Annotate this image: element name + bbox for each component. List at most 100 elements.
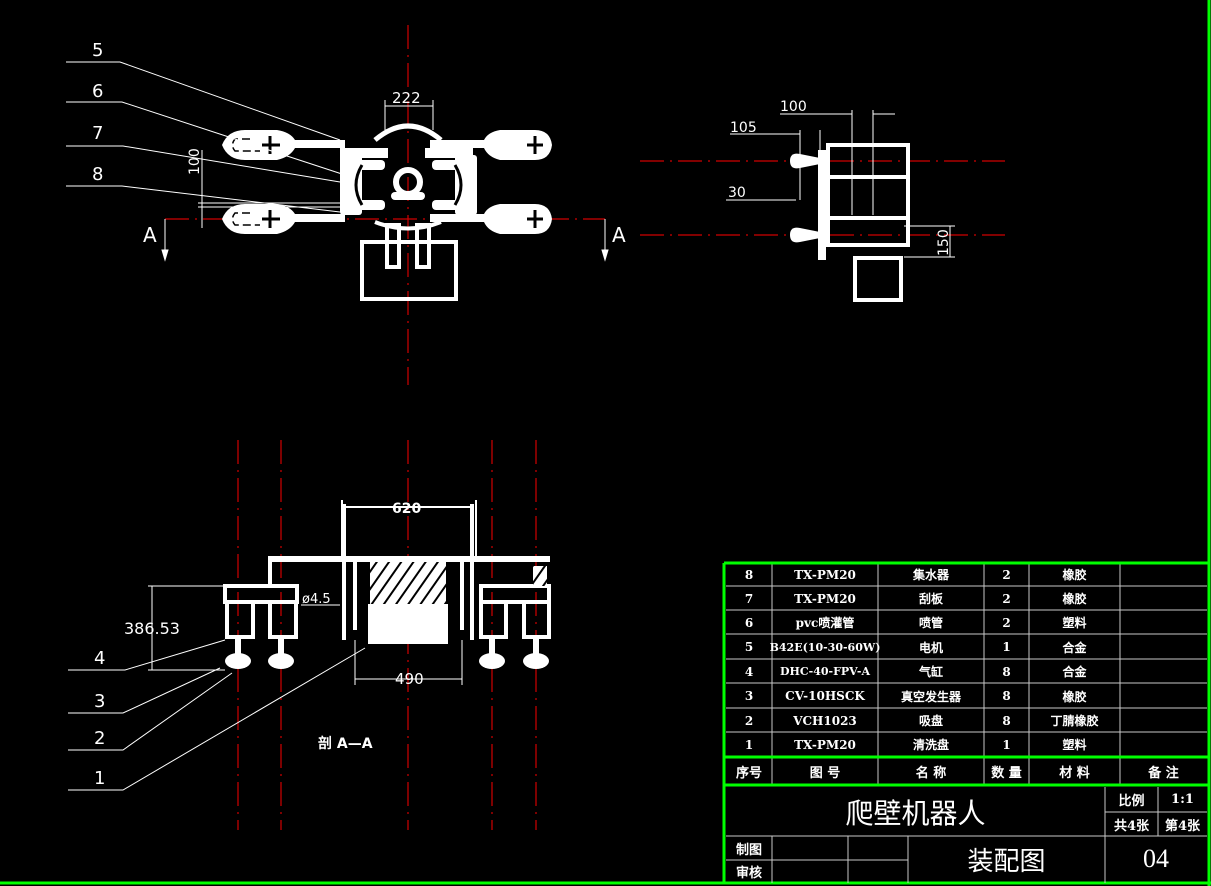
bom-cell-material: 合金 [1062,640,1087,655]
bom-cell-no: 7 [744,591,754,606]
bom-cell-note [1120,684,1207,708]
leader-label-7: 7 [92,123,103,144]
section-leaders [68,639,366,791]
bom-cell-material: 丁腈橡胶 [1050,714,1099,728]
bom-cell-no: 5 [744,640,754,654]
dim-490: 490 [395,670,424,688]
lower-arm-assembly [222,204,552,234]
bom-cell-material: 橡胶 [1062,689,1087,704]
bom-cell-qty: 2 [1002,615,1011,630]
dim-100-top: 100 [187,148,203,175]
bom-cell-note [1120,660,1207,683]
bom-cell-qty: 8 [1002,664,1011,679]
top-view-centerlines [165,25,605,385]
bom-header-material: 材 料 [1059,766,1090,781]
dim-222: 222 [392,89,421,107]
bom-cell-note [1120,635,1207,659]
bom-cell-note [1120,563,1207,586]
bom-cell-code: TX-PM20 [794,737,856,752]
section-label: 剖 A—A [318,735,373,752]
bom-cell-code: TX-PM20 [794,567,856,582]
scale-label: 比例 [1118,794,1145,809]
dim-100-side: 100 [780,99,807,115]
bom-cell-qty: 2 [1002,591,1011,606]
section-view-a-a: 620 386.53 ø4.5 490 4 3 2 1 剖 A—A [68,440,551,830]
bom-cell-name: 吸盘 [918,714,943,728]
bom-cell-name: 真空发生器 [900,689,961,704]
upper-arm-assembly [222,130,552,160]
bom-cell-note [1120,611,1207,634]
bom-cell-name: 喷管 [918,616,943,630]
bom-cell-qty: 2 [1002,567,1011,582]
bom-cell-material: 合金 [1062,665,1087,679]
leader-label-5: 5 [92,40,103,61]
suction-cups [225,637,549,669]
bom-header-qty: 数 量 [991,766,1022,781]
leader-label-8: 8 [92,164,103,185]
project-title: 爬壁机器人 [845,796,986,830]
bom-cell-no: 8 [744,567,754,582]
leader-label-6: 6 [92,81,103,102]
cleaning-disc [368,604,448,644]
scale-value: 1:1 [1171,792,1194,807]
sheet-number: 第4张 [1164,818,1201,834]
bom-cell-qty: 8 [1002,713,1011,728]
dim-105: 105 [730,120,757,136]
motor-section-hatch [370,562,446,604]
bom-header-no: 序号 [735,766,762,781]
leader-label-3: 3 [94,691,105,712]
drawing-name: 装配图 [967,846,1046,877]
dim-30: 30 [728,185,746,201]
top-view-leaders [66,61,346,213]
checked-by-label: 审核 [735,865,762,881]
bom-cell-material: 塑料 [1062,738,1087,752]
bom-cell-name: 气缸 [918,665,943,679]
bom-cell-no: 6 [744,615,754,630]
bom-cell-code: DHC-40-FPV-A [779,665,871,678]
bom-cell-name: 清洗盘 [912,738,949,752]
bom-cell-no: 4 [744,664,754,679]
leader-label-4: 4 [94,648,105,669]
section-mark-right: A [612,223,626,247]
bom-cell-note [1120,733,1207,756]
dim-hole: ø4.5 [302,592,331,607]
drawing-number: 04 [1143,844,1169,873]
bom-header-code: 图 号 [809,766,841,781]
dim-620: 620 [392,501,421,517]
bom-cell-name: 电机 [918,640,943,655]
bom-cell-qty: 1 [1002,640,1011,654]
bom-cell-code: B42E(10-30-60W) [769,640,881,654]
bom-cell-name: 刮板 [918,592,943,606]
bom-cell-material: 橡胶 [1062,592,1087,606]
bom-cell-code: TX-PM20 [794,591,856,606]
total-sheets: 共4张 [1113,818,1150,834]
bom-header-name: 名 称 [915,766,947,781]
bom-cell-no: 2 [744,713,754,728]
bom-cell-no: 1 [744,737,754,752]
bom-cell-no: 3 [744,689,754,703]
dim-150: 150 [936,229,952,256]
bom-cell-code: pvc喷灌管 [795,616,855,630]
section-mark-left: A [143,223,157,247]
cleaning-bracket [360,220,458,301]
leader-label-1: 1 [94,768,105,789]
leader-label-2: 2 [94,728,105,749]
side-view: 100 105 30 150 [640,99,1005,302]
bom-table-grid [722,561,1209,883]
top-view: 222 100 A A 5 6 7 8 [66,25,626,385]
bom-cell-code: VCH1023 [793,713,857,728]
bom-cell-code: CV-10HSCK [785,689,865,703]
drawn-by-label: 制图 [735,842,762,858]
bom-cell-material: 橡胶 [1062,568,1087,582]
bom-cell-note [1120,709,1207,732]
bom-header-note: 备 注 [1148,766,1179,781]
bom-cell-material: 塑料 [1062,616,1087,630]
cross-fasteners [262,136,543,228]
bom-cell-qty: 8 [1002,689,1011,703]
bom-cell-name: 集水器 [912,568,949,582]
bom-cell-qty: 1 [1002,737,1011,752]
bom-cell-note [1120,587,1207,610]
dim-386-53: 386.53 [124,619,180,638]
